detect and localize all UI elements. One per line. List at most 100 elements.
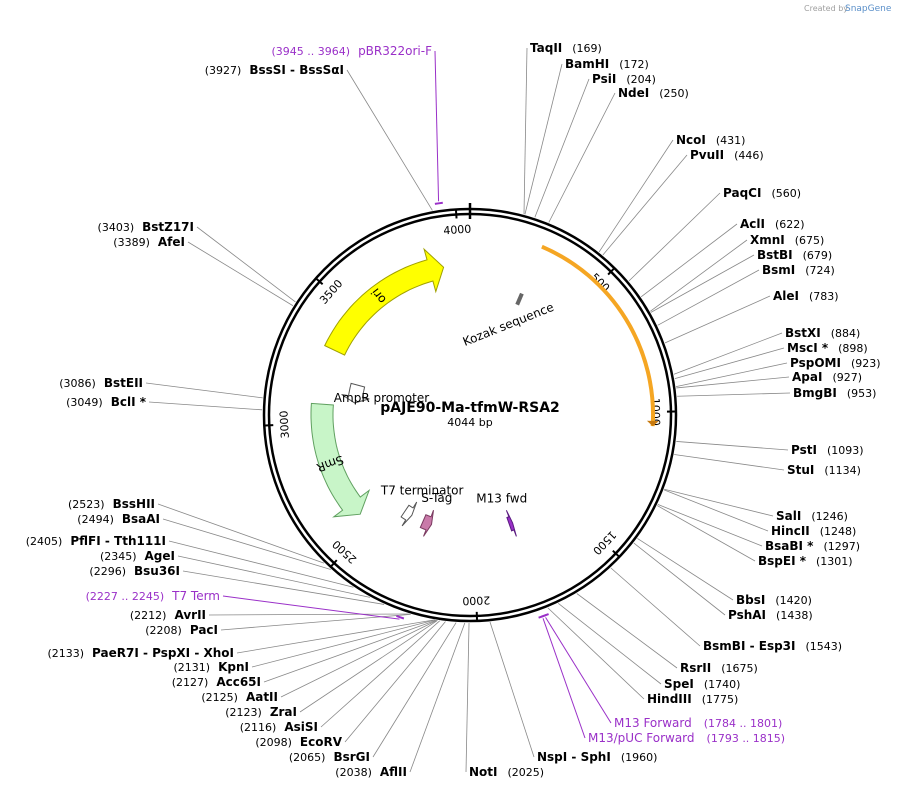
site-acli: AclI (622) [740, 217, 805, 231]
site-noti: NotI(2025) [469, 765, 544, 779]
site-taqii: TaqII(169) [530, 41, 602, 55]
site-psti-position: (1093) [827, 444, 864, 457]
site-bsrgi-position: (2065) [289, 751, 326, 764]
site-bsmbi-esp3i: BsmBI - Esp3I(1543) [703, 639, 842, 653]
site-acli-name: AclI [740, 217, 765, 231]
s-tag-label: S-Tag [421, 491, 452, 505]
site-bsaai-position: (2494) [77, 513, 114, 526]
site-pspomi: PspOMI(923) [790, 356, 881, 370]
site-bsssi-bsss-i-position: (3927) [205, 64, 242, 77]
site-hincii-position: (1248) [820, 525, 857, 538]
site-hincii-leader [663, 489, 769, 532]
site-psti: PstI(1093) [791, 443, 864, 457]
site-bamhi: BamHI(172) [565, 57, 649, 71]
site-bbsi-position: (1420) [775, 594, 812, 607]
site-aflii-name: AflII [380, 765, 407, 779]
site-aatii-leader [280, 619, 438, 698]
center-labels: pAJE90-Ma-tfmW-RSA2 4044 bp [380, 400, 560, 429]
site-kpni-name: KpnI [218, 660, 249, 674]
site-sali-leader [664, 488, 774, 517]
site-msci--leader [674, 347, 785, 380]
site-bcli--name: BclI * [111, 395, 147, 409]
site-asisi-name: AsiSI [284, 720, 318, 734]
site-psii: PsiI(204) [592, 72, 656, 86]
site-zrai-name: ZraI [270, 705, 297, 719]
site-paci-name: PacI [190, 623, 218, 637]
site-taqii-leader [523, 47, 528, 215]
site-alei-leader [664, 295, 771, 344]
site-bstz17i-name: BstZ17I [142, 220, 194, 234]
site-afei-position: (3389) [113, 236, 150, 249]
site-paci: PacI (2208) [145, 623, 218, 637]
tick-mark [607, 268, 615, 276]
site-ndei: NdeI (250) [618, 86, 689, 100]
site-bbsi-leader [637, 538, 734, 601]
site-agei-leader [177, 555, 371, 598]
site-pflfi-tth111i-leader [168, 540, 354, 588]
site-bspei--leader [657, 505, 756, 562]
site-stui-position: (1134) [824, 464, 861, 477]
site-aflii-position: (2038) [335, 766, 372, 779]
site-msci-: MscI *(898) [787, 341, 868, 355]
site-bsaai-name: BsaAI [122, 512, 160, 526]
site-psti-leader [676, 441, 789, 451]
site-asisi-leader [320, 620, 440, 728]
site-bspei--position: (1301) [816, 555, 853, 568]
primers [396, 201, 549, 620]
site-bstxi-position: (884) [831, 327, 861, 340]
site-bamhi-leader [524, 63, 563, 215]
site-paci-position: (2208) [145, 624, 182, 637]
site-acli-leader [640, 223, 738, 298]
site-ndei-leader [548, 92, 616, 223]
site-bstz17i-position: (3403) [98, 221, 135, 234]
primer-mark [538, 614, 547, 619]
m13-fwd-label: M13 fwd [476, 492, 527, 506]
site-zrai-leader [299, 620, 438, 713]
site-bsabi--name: BsaBI * [765, 539, 814, 553]
site-ecorv-name: EcoRV [300, 735, 343, 749]
site-bstz17i-leader [196, 226, 296, 303]
site-bsshii-leader [157, 503, 325, 564]
site-hindiii-position: (1775) [702, 693, 739, 706]
site-aflii-leader [409, 622, 466, 773]
site-bsmi-leader [657, 269, 760, 326]
site-paqci: PaqCI(560) [723, 186, 801, 200]
site-bmgbi-position: (953) [847, 387, 877, 400]
site-acli-position: (622) [775, 218, 805, 231]
site-xmni: XmnI(675) [750, 233, 824, 247]
site-rsrii-name: RsrII [680, 661, 711, 675]
site-ncoi-position: (431) [716, 134, 746, 147]
tick-label: 3000 [277, 410, 291, 439]
site-hindiii: HindIII(1775) [647, 692, 738, 706]
m13-fwd-feature [505, 510, 517, 537]
site-pvuii-position: (446) [734, 149, 764, 162]
site-bbsi: BbsI(1420) [736, 593, 812, 607]
site-bstbi-name: BstBI [757, 248, 793, 262]
orange-arc [541, 244, 659, 427]
site-ndei-name: NdeI [618, 86, 649, 100]
site-apai-name: ApaI [792, 370, 822, 384]
tick-mark [454, 210, 458, 219]
primer-pbr322ori-f-leader [434, 50, 440, 202]
primer-mark [396, 614, 405, 620]
site-pflfi-tth111i-name: PflFI - Tth111I [70, 534, 166, 548]
site-bsu36i-position: (2296) [89, 565, 126, 578]
site-stui-leader [674, 454, 785, 471]
site-hindiii-leader [547, 607, 645, 700]
site-aatii-name: AatII [246, 690, 278, 704]
site-bsabi--position: (1297) [823, 540, 860, 553]
site-ndei-position: (250) [659, 87, 689, 100]
site-alei-name: AleI [773, 289, 799, 303]
site-acc65i-name: Acc65I [216, 675, 261, 689]
site-pshai-leader [633, 542, 726, 616]
site-bsshii-position: (2523) [68, 498, 105, 511]
site-aflii: AflII (2038) [335, 765, 407, 779]
site-bsrgi: BsrGI(2065) [289, 750, 370, 764]
site-ecorv: EcoRV(2098) [255, 735, 342, 749]
site-bsu36i-leader [182, 570, 385, 605]
site-bsmi: BsmI(724) [762, 263, 835, 277]
site-bspei--name: BspEI * [758, 554, 807, 568]
primer-pbr322ori-f-range: (3945 .. 3964) [272, 45, 351, 58]
site-hincii: HincII(1248) [771, 524, 856, 538]
